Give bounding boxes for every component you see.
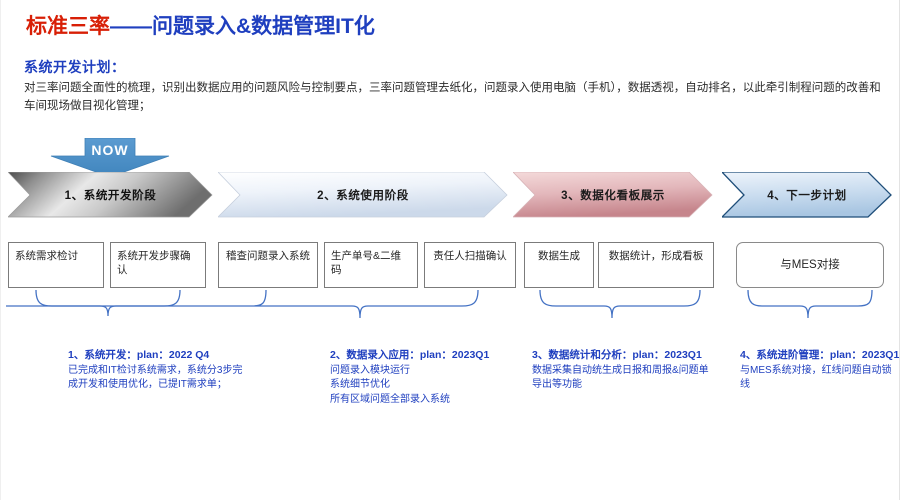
page-title-red: 标准三率: [26, 15, 110, 38]
intro-paragraph: 对三率问题全面性的梳理，识别出数据应用的问题风险与控制要点，三率问题管理去纸化，…: [24, 82, 881, 112]
phase-chevron-2[interactable]: 2、系统使用阶段: [218, 172, 508, 218]
step-box-2[interactable]: 系统开发步骤确认: [110, 242, 206, 288]
plan-block-3: 3、数据统计和分析：plan：2023Q1 数据采集自动统生成日报和周报&问题单…: [532, 348, 737, 393]
step-box-2-label: 系统开发步骤确认: [117, 250, 191, 276]
step-box-5-label: 责任人扫描确认: [433, 250, 507, 262]
step-box-4[interactable]: 生产单号&二维码: [324, 242, 418, 288]
step-box-6[interactable]: 数据生成: [524, 242, 594, 288]
intro-heading: 系统开发计划：: [24, 59, 126, 75]
step-box-3[interactable]: 稽查问题录入系统: [218, 242, 318, 288]
plan-block-2: 2、数据录入应用：plan：2023Q1 问题录入模块运行 系统细节优化 所有区…: [330, 348, 545, 407]
step-box-7[interactable]: 数据统计，形成看板: [598, 242, 714, 288]
page-title: 标准三率——问题录入&数据管理IT化: [26, 10, 375, 40]
phase-chevron-1[interactable]: 1、系统开发阶段: [8, 172, 213, 218]
step-box-8[interactable]: 与MES对接: [736, 242, 884, 288]
plan-2-line-3: 所有区域问题全部录入系统: [330, 393, 450, 405]
step-box-1-label: 系统需求检讨: [15, 250, 78, 262]
step-box-6-label: 数据生成: [538, 250, 580, 262]
step-box-7-label: 数据统计，形成看板: [608, 250, 704, 262]
now-marker: NOW: [50, 138, 170, 178]
phase-label-4: 4、下一步计划: [767, 190, 847, 202]
phase-chevron-3[interactable]: 3、数据化看板展示: [513, 172, 713, 218]
step-box-3-label: 稽查问题录入系统: [226, 250, 310, 262]
plan-4-line-2: 线: [740, 379, 750, 390]
plan-block-4: 4、系统进阶管理：plan：2023Q1 与MES系统对接，红线问题自动锁 线: [740, 348, 900, 393]
phase-label-3: 3、数据化看板展示: [561, 190, 665, 202]
brace-2: [6, 289, 479, 319]
page-title-blue: ——问题录入&数据管理IT化: [110, 15, 375, 38]
brace-3: [539, 289, 701, 319]
brace-4: [747, 289, 873, 319]
left-edge-rule: [0, 0, 1, 500]
brace-1: [35, 289, 181, 317]
phase-label-1: 1、系统开发阶段: [64, 190, 157, 202]
plan-1-line-2: 成开发和使用优化，已提IT需求单；: [68, 379, 227, 390]
step-box-5[interactable]: 责任人扫描确认: [424, 242, 516, 288]
step-box-4-label: 生产单号&二维码: [331, 250, 402, 276]
step-box-8-label: 与MES对接: [780, 259, 840, 271]
plan-1-heading: 1、系统开发：plan：2022 Q4: [68, 349, 210, 361]
now-label: NOW: [91, 142, 129, 158]
plan-1-line-1: 已完成和IT检讨系统需求，系统分3步完: [68, 364, 243, 376]
plan-2-line-2: 系统细节优化: [330, 379, 390, 390]
plan-2-line-1: 问题录入模块运行: [330, 364, 410, 376]
plan-2-heading: 2、数据录入应用：plan：2023Q1: [330, 349, 490, 361]
plan-4-heading: 4、系统进阶管理：plan：2023Q1: [740, 349, 900, 361]
plan-3-line-1: 数据采集自动统生成日报和周报&问题单: [532, 364, 709, 376]
phase-chevron-4[interactable]: 4、下一步计划: [722, 172, 892, 218]
plan-block-1: 1、系统开发：plan：2022 Q4 已完成和IT检讨系统需求，系统分3步完 …: [68, 348, 313, 393]
plan-3-line-2: 导出等功能: [532, 379, 582, 390]
now-arrow-icon: [50, 138, 170, 178]
step-box-1[interactable]: 系统需求检讨: [8, 242, 104, 288]
phase-label-2: 2、系统使用阶段: [317, 190, 409, 202]
plan-4-line-1: 与MES系统对接，红线问题自动锁: [740, 364, 892, 376]
plan-3-heading: 3、数据统计和分析：plan：2023Q1: [532, 349, 702, 361]
